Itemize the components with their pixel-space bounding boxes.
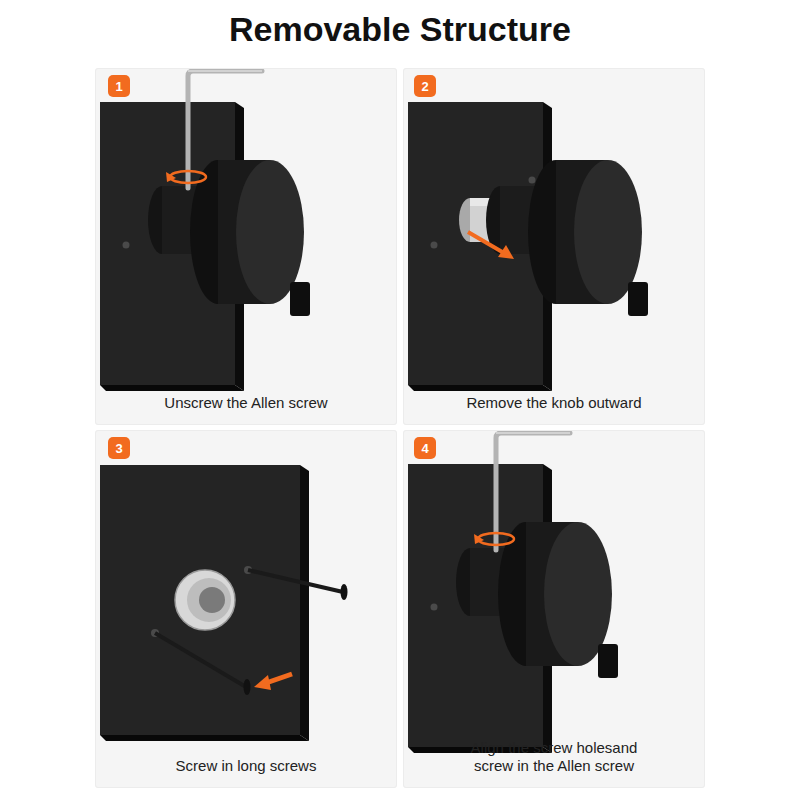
step-caption: Unscrew the Allen screw <box>164 394 327 412</box>
knob-assembly <box>100 71 310 391</box>
step-number: 2 <box>421 80 428 93</box>
step-number: 4 <box>421 442 428 455</box>
panel-ground <box>403 68 705 425</box>
step-panel: Align the screw holesand screw in the Al… <box>403 430 705 788</box>
panel-ground <box>95 68 397 425</box>
step-badge: 4 <box>414 437 436 459</box>
knob-assembly <box>408 433 618 753</box>
step-panel: Unscrew the Allen screw 1 <box>95 68 397 425</box>
step-caption: Align the screw holesand screw in the Al… <box>449 739 659 775</box>
step-panel: Remove the knob outward 2 <box>403 68 705 425</box>
panel-ground <box>403 430 705 788</box>
step-panel: Screw in long screws 3 <box>95 430 397 788</box>
panel-ground <box>95 430 397 788</box>
plate-screws <box>100 465 348 741</box>
title: Removable Structure <box>0 10 800 49</box>
knob-removal <box>408 102 648 391</box>
step-caption: Remove the knob outward <box>466 394 641 412</box>
step-badge: 3 <box>108 437 130 459</box>
step-number: 3 <box>115 442 122 455</box>
step-badge: 2 <box>414 75 436 97</box>
step-badge: 1 <box>108 75 130 97</box>
step-caption: Screw in long screws <box>176 757 317 775</box>
step-number: 1 <box>115 80 122 93</box>
